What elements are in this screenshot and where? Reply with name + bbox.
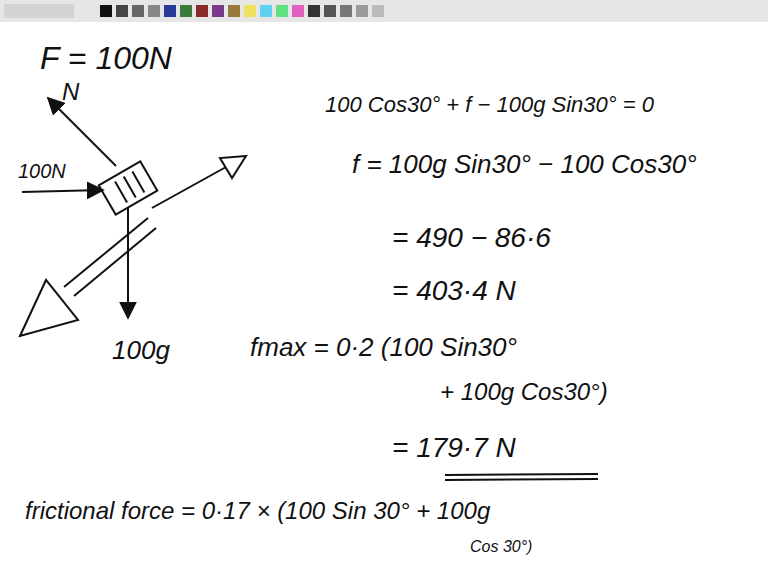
force-arrows bbox=[20, 98, 246, 336]
equation: Cos 30°) bbox=[470, 538, 532, 556]
equation: + 100g Cos30°) bbox=[440, 378, 608, 406]
result: = 179·7 N bbox=[392, 432, 516, 464]
equation: = 490 − 86·6 bbox=[392, 222, 551, 254]
given-force: F = 100N bbox=[40, 40, 172, 77]
equation: fmax = 0·2 (100 Sin30° bbox=[250, 333, 517, 363]
equation: frictional force = 0·17 × (100 Sin 30° +… bbox=[25, 497, 490, 525]
answer-underline bbox=[445, 474, 598, 480]
force-label: 100g bbox=[112, 336, 170, 366]
toolbar bbox=[0, 0, 768, 22]
block-on-incline bbox=[99, 161, 158, 214]
force-label: 100N bbox=[18, 160, 66, 183]
equation: f = 100g Sin30° − 100 Cos30° bbox=[352, 150, 697, 180]
force-label: N bbox=[62, 78, 79, 106]
equation: = 403·4 N bbox=[392, 275, 516, 307]
equation: 100 Cos30° + f − 100g Sin30° = 0 bbox=[325, 92, 654, 117]
